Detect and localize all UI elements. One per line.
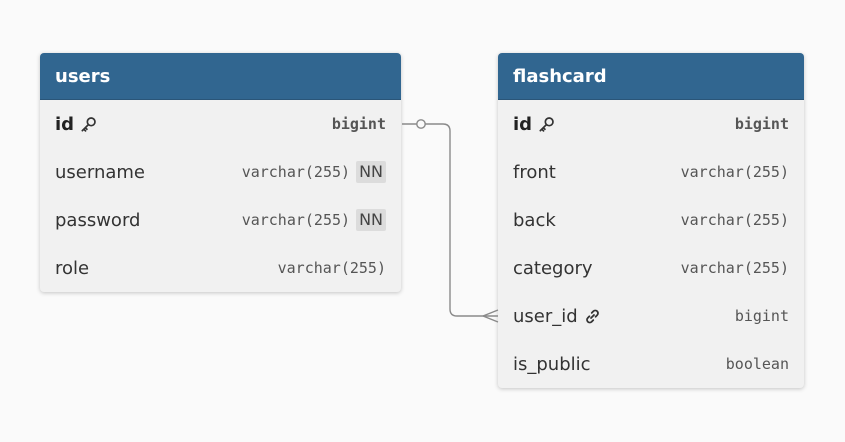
users-row-username[interactable]: username varchar(255) NN xyxy=(40,148,401,196)
flashcard-col-name: user_id xyxy=(513,306,601,327)
flashcard-row-is-public[interactable]: is_public boolean xyxy=(498,340,804,388)
key-icon xyxy=(538,116,555,133)
relationship-line[interactable] xyxy=(402,123,498,317)
link-icon xyxy=(584,308,601,325)
not-null-badge: NN xyxy=(356,209,386,231)
flashcard-user-id-type: bigint xyxy=(734,307,789,325)
users-role-type: varchar(255) xyxy=(277,259,386,277)
not-null-badge: NN xyxy=(356,161,386,183)
flashcard-id-type: bigint xyxy=(734,115,789,133)
flashcard-col-name: id xyxy=(513,114,555,135)
users-table-title[interactable]: users xyxy=(40,53,401,100)
users-password-type: varchar(255) xyxy=(241,211,351,229)
key-icon xyxy=(80,116,97,133)
flashcard-row-back[interactable]: back varchar(255) xyxy=(498,196,804,244)
users-username-label: username xyxy=(55,161,145,183)
flashcard-front-label: front xyxy=(513,161,556,183)
users-username-type-wrap: varchar(255) NN xyxy=(242,161,386,183)
users-row-password[interactable]: password varchar(255) NN xyxy=(40,196,401,244)
flashcard-table[interactable]: flashcard id bigint front varchar(255) b… xyxy=(498,53,804,388)
flashcard-back-type: varchar(255) xyxy=(680,211,789,229)
users-password-type-wrap: varchar(255) NN xyxy=(242,209,386,231)
users-role-label: role xyxy=(55,257,90,279)
flashcard-row-front[interactable]: front varchar(255) xyxy=(498,148,804,196)
flashcard-category-type: varchar(255) xyxy=(680,259,789,277)
flashcard-row-category[interactable]: category varchar(255) xyxy=(498,244,804,292)
crows-foot-marker xyxy=(482,309,499,323)
flashcard-table-title[interactable]: flashcard xyxy=(498,53,804,100)
users-id-label: id xyxy=(55,113,75,135)
users-row-id[interactable]: id bigint xyxy=(40,100,401,148)
users-col-name: id xyxy=(55,114,97,135)
users-username-type: varchar(255) xyxy=(241,163,351,181)
users-row-role[interactable]: role varchar(255) xyxy=(40,244,401,292)
flashcard-id-label: id xyxy=(513,113,533,135)
users-table[interactable]: users id bigint username varchar(255) NN… xyxy=(40,53,401,292)
flashcard-user-id-label: user_id xyxy=(513,305,578,327)
flashcard-row-user-id[interactable]: user_id bigint xyxy=(498,292,804,340)
flashcard-front-type: varchar(255) xyxy=(680,163,789,181)
flashcard-is-public-label: is_public xyxy=(513,353,591,375)
flashcard-category-label: category xyxy=(513,257,593,279)
flashcard-row-id[interactable]: id bigint xyxy=(498,100,804,148)
zero-or-one-marker xyxy=(416,119,426,129)
users-id-type: bigint xyxy=(331,115,386,133)
users-password-label: password xyxy=(55,209,141,231)
flashcard-back-label: back xyxy=(513,209,556,231)
flashcard-is-public-type: boolean xyxy=(725,355,789,373)
